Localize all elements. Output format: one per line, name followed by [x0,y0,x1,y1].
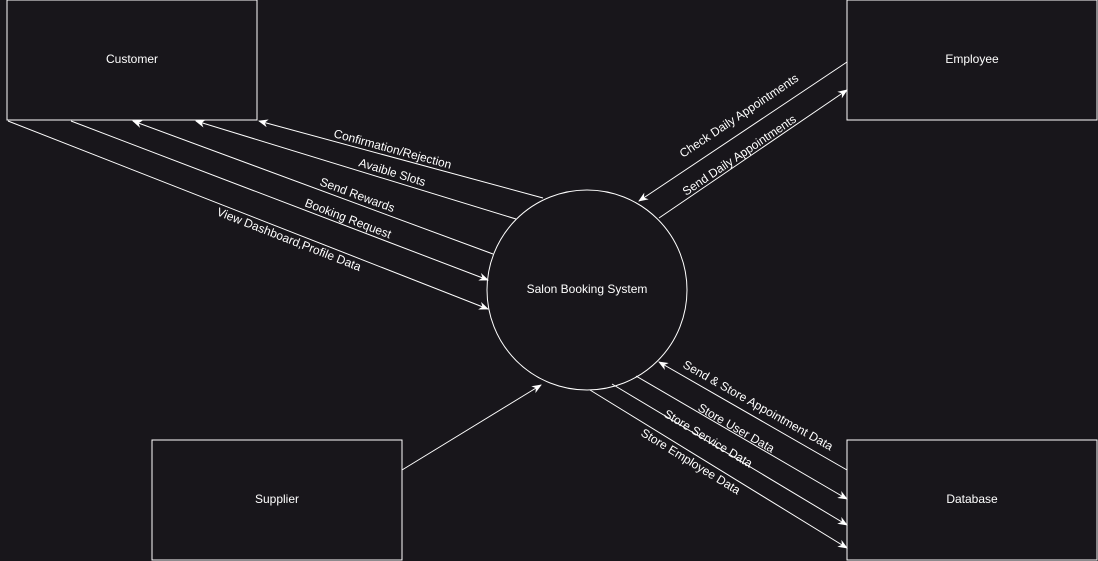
entity-database-label: Database [946,492,998,506]
flow-supplier-arrow [401,384,542,471]
entity-supplier[interactable]: Supplier [151,439,403,561]
process-label: Salon Booking System [527,282,648,296]
entity-employee-label: Employee [945,52,999,66]
flow-store-appointment-arrow-in [658,361,848,471]
entity-customer-label: Customer [106,52,158,66]
flow-store-user-arrow [635,375,848,500]
entity-supplier-label: Supplier [255,492,299,506]
flow-store-employee-arrow [589,389,848,549]
entity-customer[interactable]: Customer [6,0,258,121]
flow-rewards-arrow [132,120,494,255]
flow-store-service-arrow [611,383,848,526]
flow-send-daily-label: Send Daily Appointments [680,112,799,199]
process-salon-booking-system[interactable]: Salon Booking System [486,189,688,391]
flow-confirmation-arrow [258,119,544,199]
flow-dashboard-arrow [7,120,489,310]
entity-employee[interactable]: Employee [846,0,1098,121]
flow-booking-arrow [70,120,489,281]
flow-send-daily-arrow [658,89,848,219]
flow-check-daily-arrow [638,61,848,202]
flow-slots-arrow [195,119,517,220]
entity-database[interactable]: Database [846,439,1098,561]
flow-store-employee-label: Store Employee Data [638,426,743,498]
